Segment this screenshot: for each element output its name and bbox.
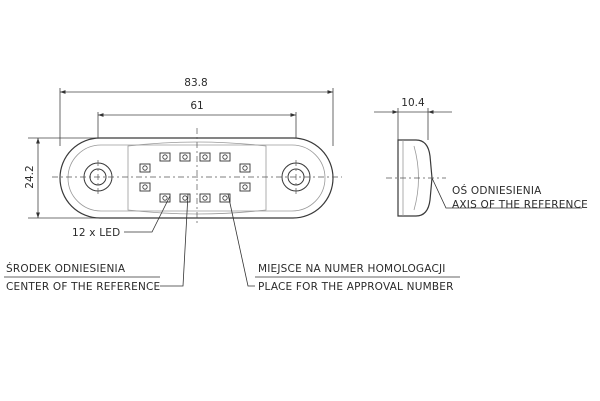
reference-axis-leader-line (431, 177, 582, 209)
dimension-overall-length: 83.8 (184, 77, 207, 89)
reference-axis-label-pl: OŚ ODNIESIENIA (452, 184, 542, 197)
approval-place-label-pl: MIEJSCE NA NUMER HOMOLOGACJI (258, 263, 446, 275)
lamp-body-outline (59, 137, 334, 219)
dimension-height: 24.2 (24, 165, 36, 188)
led-icon (179, 152, 191, 162)
led-icon (139, 163, 151, 173)
led-leader-line (124, 195, 171, 233)
reference-center-label-en: CENTER OF THE REFERENCE (6, 281, 160, 293)
led-count-label: 12 x LED (72, 227, 120, 239)
led-icon (239, 163, 251, 173)
reference-center-leader-line (160, 193, 189, 287)
led-icon (199, 152, 211, 162)
dimension-depth: 10.4 (401, 97, 425, 109)
approval-place-leader-line (227, 193, 255, 287)
reference-axis-label-en: AXIS OF THE REFERENCE (452, 199, 588, 211)
led-icon (139, 182, 151, 192)
front-view: 83.8 61 24.2 12 x LED ŚRODEK ODNIESIENIA (4, 77, 460, 293)
led-icon (219, 193, 231, 203)
dimension-hole-spacing: 61 (190, 100, 203, 112)
led-icon (159, 152, 171, 162)
lens-area (127, 141, 267, 215)
reference-center-label-pl: ŚRODEK ODNIESIENIA (6, 262, 126, 275)
led-icon (179, 193, 191, 203)
lamp-body-inner-edge (67, 144, 326, 212)
led-icon (159, 193, 171, 203)
approval-place-label-en: PLACE FOR THE APPROVAL NUMBER (258, 281, 454, 293)
led-icon (239, 182, 251, 192)
led-icon (199, 193, 211, 203)
led-icon (219, 152, 231, 162)
side-view: 10.4 OŚ ODNIESIENIA AXIS OF THE REFERENC… (374, 97, 588, 217)
led-array (139, 152, 251, 203)
